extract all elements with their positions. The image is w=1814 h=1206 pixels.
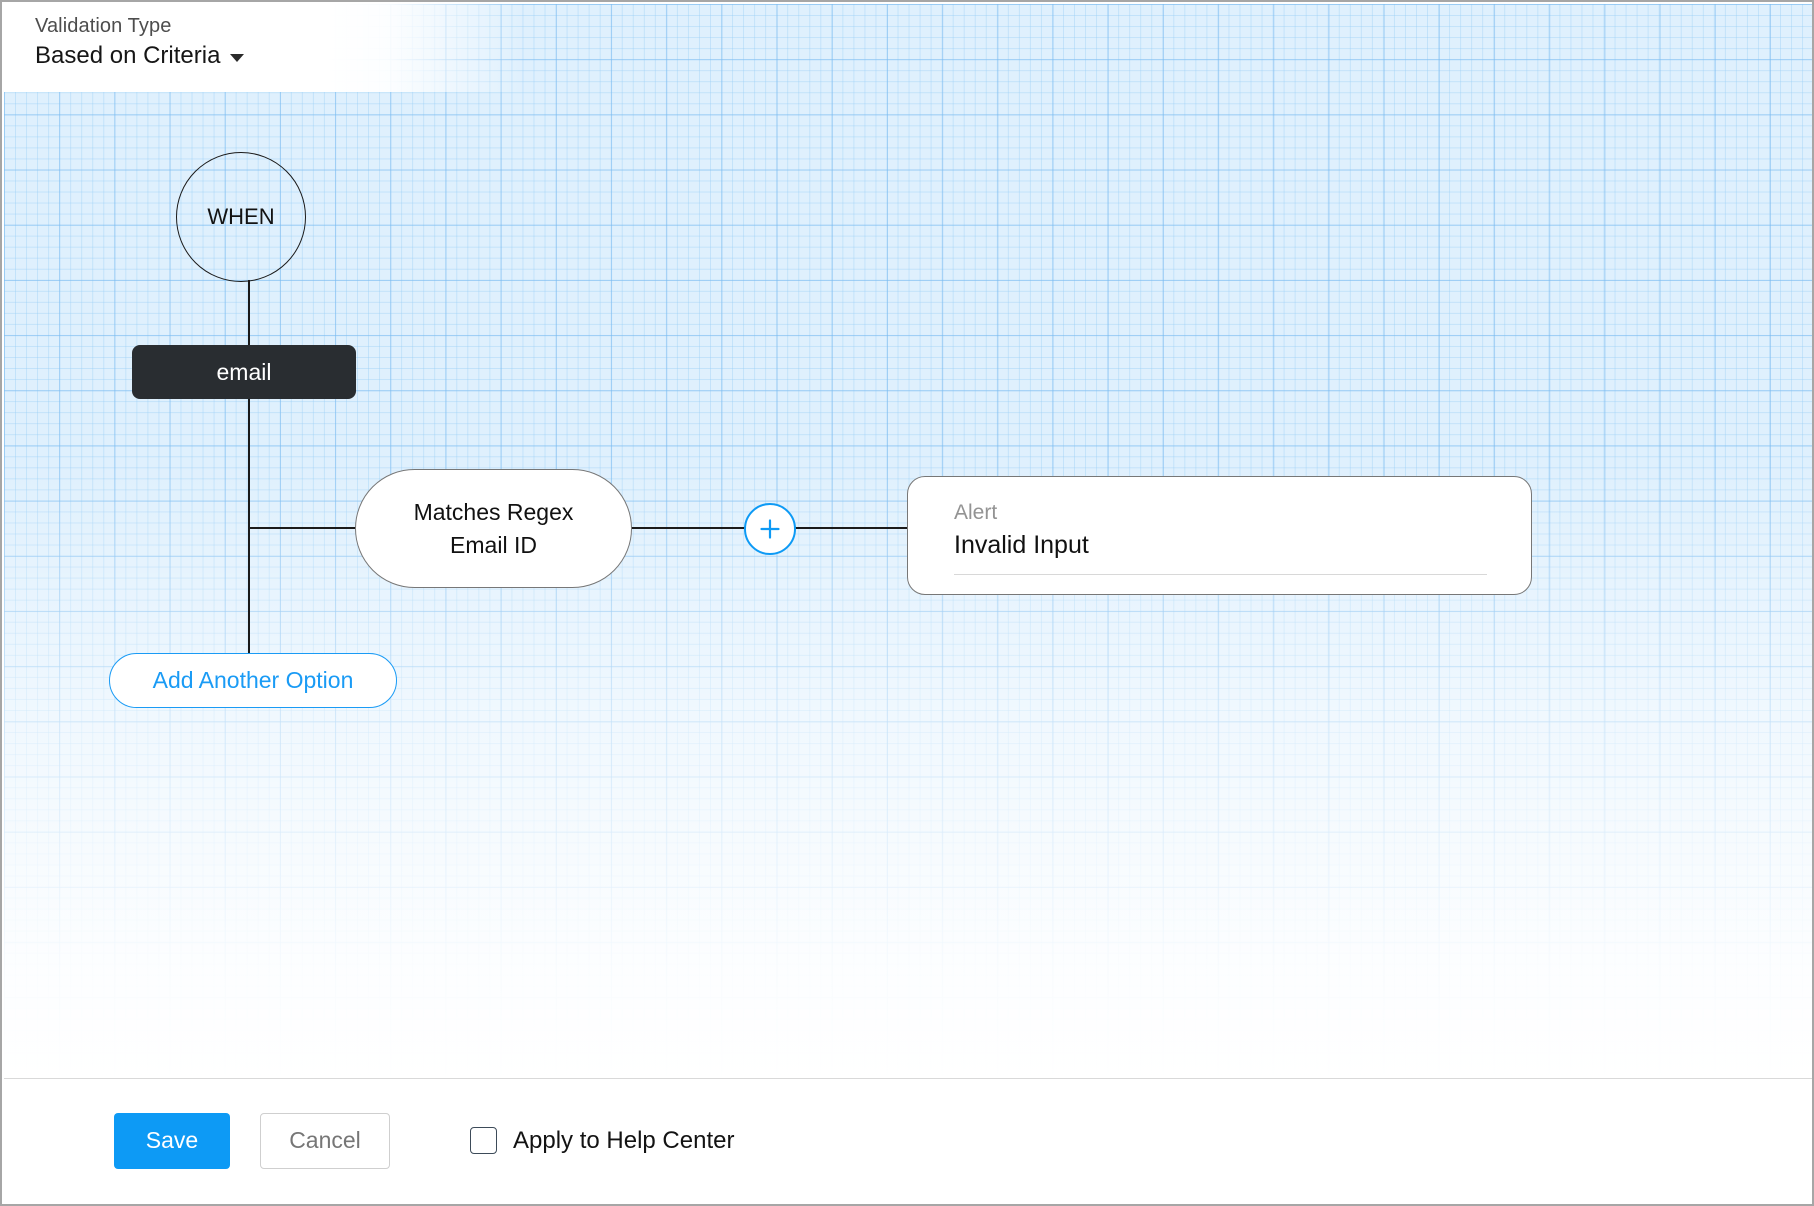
add-another-option-button[interactable]: Add Another Option [109, 653, 397, 708]
apply-to-help-center-control[interactable]: Apply to Help Center [470, 1127, 734, 1155]
add-node-button[interactable] [744, 503, 796, 555]
validation-type-dropdown[interactable]: Based on Criteria [35, 42, 245, 70]
apply-to-help-center-label: Apply to Help Center [513, 1126, 735, 1154]
connector-trunk-to-criteria [248, 527, 358, 529]
when-node-label: WHEN [207, 204, 275, 229]
connector-plus-to-alert [794, 527, 910, 529]
add-another-option-label: Add Another Option [152, 667, 354, 693]
alert-node-label: Alert [954, 501, 998, 524]
save-button[interactable]: Save [114, 1112, 230, 1169]
criteria-node-line1: Matches Regex [413, 498, 574, 525]
validation-type-value: Based on Criteria [35, 42, 221, 69]
connector-criteria-to-plus [630, 527, 748, 529]
cancel-button[interactable]: Cancel [260, 1112, 390, 1169]
plus-icon [758, 517, 782, 541]
footer-bar: Save Cancel Apply to Help Center [4, 1078, 1812, 1202]
alert-node[interactable]: Alert Invalid Input [907, 476, 1532, 595]
when-node[interactable]: WHEN [176, 152, 306, 282]
criteria-node[interactable]: Matches Regex Email ID [355, 469, 632, 588]
alert-message-input[interactable]: Invalid Input [954, 531, 1487, 575]
criteria-node-line2: Email ID [450, 531, 537, 558]
validation-type-label: Validation Type [35, 15, 172, 37]
flow-canvas[interactable]: WHEN email Matches Regex Email ID [4, 4, 1812, 1082]
connector-field-trunk [248, 397, 250, 679]
connector-when-to-field [248, 280, 250, 347]
chevron-down-icon [230, 54, 245, 62]
flow-diagram: WHEN email Matches Regex Email ID [4, 4, 1812, 1082]
field-node-email[interactable]: email [132, 345, 356, 399]
apply-to-help-center-checkbox[interactable] [470, 1127, 497, 1154]
field-node-label: email [216, 358, 272, 385]
